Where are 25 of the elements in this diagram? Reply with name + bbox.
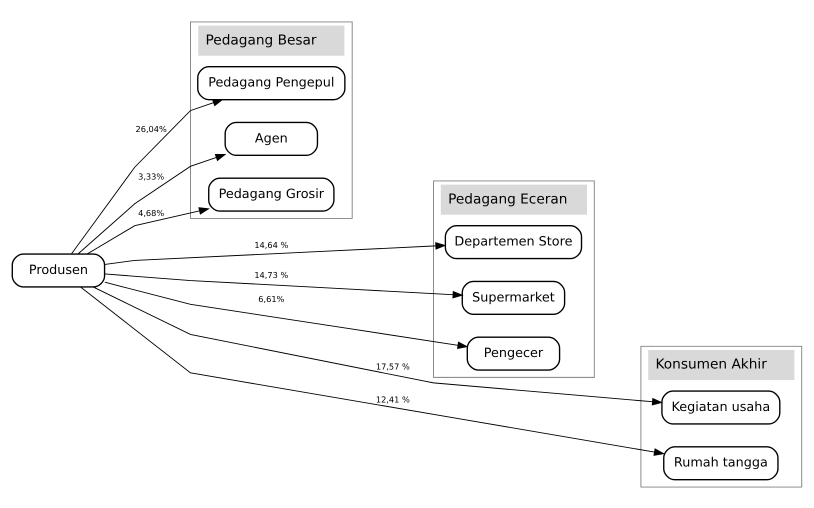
node-box: Pedagang Pengepul — [197, 66, 346, 100]
edge-label: 17,57 % — [376, 360, 410, 371]
edge-label: 12,41 % — [376, 394, 410, 404]
arrow — [104, 281, 468, 349]
node-box: Rumah tangga — [663, 446, 779, 480]
node-box: Agen — [224, 121, 318, 156]
node-box: Kegiatan usaha — [661, 390, 780, 424]
node-box: Pedagang Grosir — [208, 177, 335, 212]
node-box: Departemen Store — [444, 224, 582, 259]
edge-label: 14,73 % — [254, 269, 288, 280]
node-box: Pengecer — [466, 336, 560, 370]
edge-label: 4,68% — [138, 207, 164, 218]
edge-label: 26,04% — [135, 123, 167, 134]
arrow — [71, 98, 224, 254]
node-box: Produsen — [12, 252, 106, 288]
arrow — [104, 273, 464, 298]
edge-label: 14,64 % — [254, 239, 288, 250]
arrow — [104, 242, 446, 264]
arrow — [86, 206, 210, 254]
edge-label: 6,61% — [258, 293, 284, 304]
edge-label: 3,33% — [138, 170, 164, 181]
arrow — [80, 286, 665, 456]
node-box: Supermarket — [462, 280, 566, 315]
arrow — [92, 286, 664, 406]
arrow — [78, 153, 226, 254]
